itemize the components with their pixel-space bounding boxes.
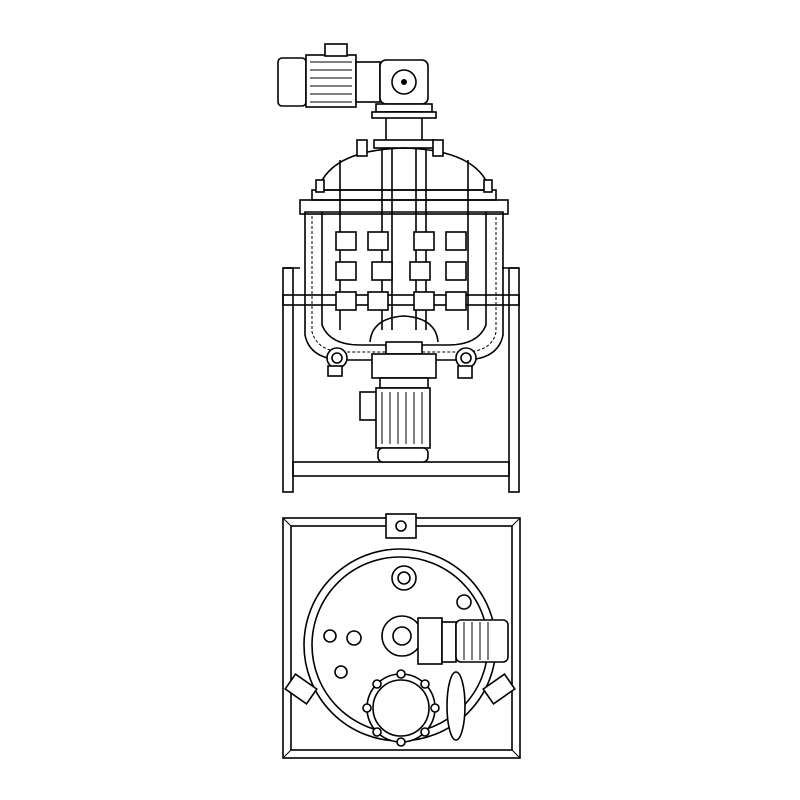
support-lugs [284,673,516,705]
manhole-cover [362,669,466,747]
shaft-housing [371,111,437,149]
top-view-gearmotor [381,615,509,665]
support-frame [282,267,520,493]
top-plan-view [282,513,521,759]
top-lug [385,513,417,539]
scraper-blades [335,231,467,311]
hand-wheel [446,671,466,741]
bottom-drive-motor [359,341,437,463]
top-drive-motor [277,43,433,113]
side-elevation-view [277,43,520,493]
motor-cooling-fins [310,61,352,103]
flange-ports [323,565,472,679]
